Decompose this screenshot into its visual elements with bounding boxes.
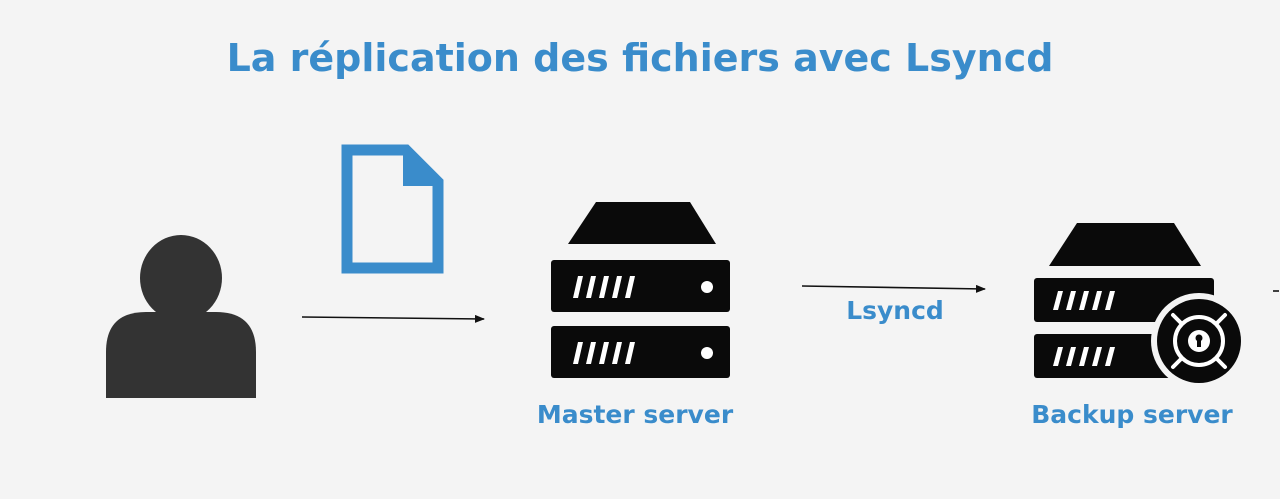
lsyncd-label: Lsyncd: [846, 296, 944, 325]
vault-icon: [1151, 293, 1247, 389]
file-icon: [341, 144, 444, 274]
page-title: La réplication des fichiers avec Lsyncd: [226, 36, 1054, 80]
server-icon: [551, 202, 730, 378]
sync-arrow: [801, 284, 986, 293]
master-server-label: Master server: [536, 400, 734, 429]
backup-server-label: Backup server: [1031, 400, 1233, 429]
user-icon: [106, 235, 256, 398]
upload-arrow: [301, 314, 485, 323]
